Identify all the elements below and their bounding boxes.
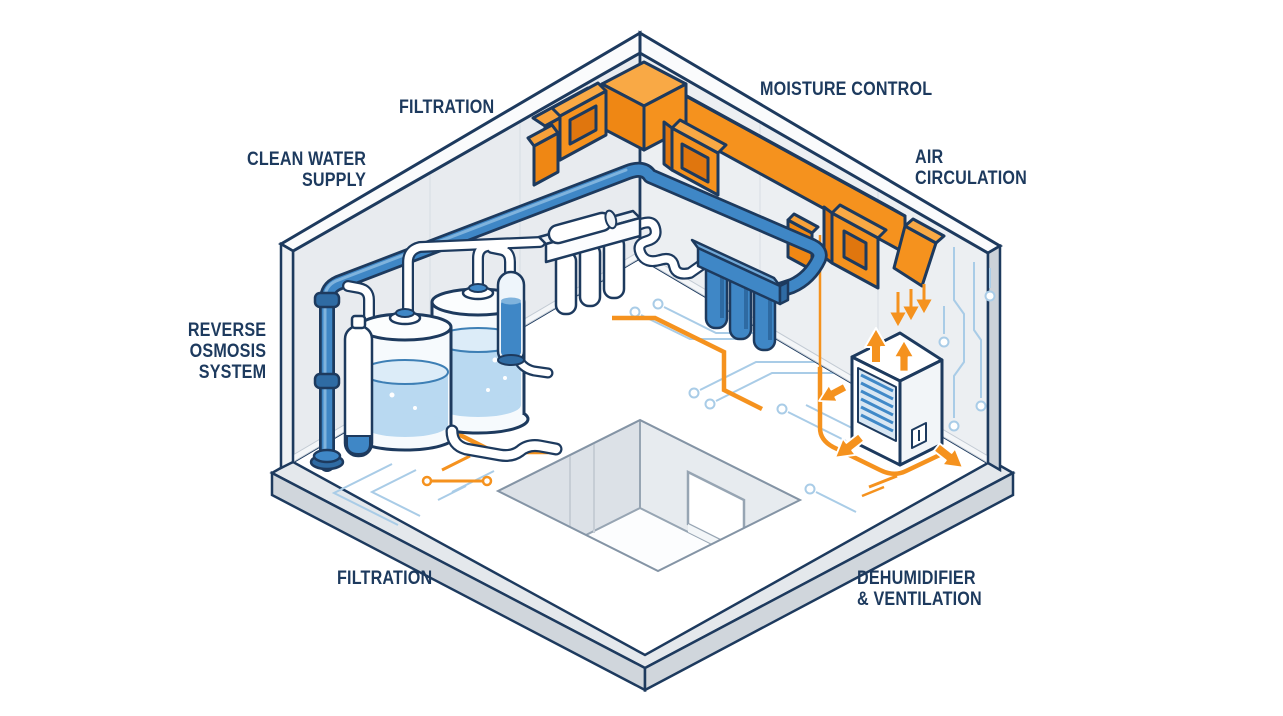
- manifold-end-cap: [778, 280, 790, 306]
- membrane-housing: [547, 209, 618, 245]
- label-line: SUPPLY: [301, 170, 366, 191]
- label-clean-water-supply: CLEAN WATER SUPPLY: [247, 149, 366, 191]
- grille-louvers: [860, 373, 894, 433]
- label-dehumidifier-ventilation: DEHUMIDIFIER & VENTILATION: [857, 568, 982, 610]
- pit-rim: [495, 418, 803, 573]
- label-reverse-osmosis-system: REVERSE OSMOSIS SYSTEM: [188, 320, 266, 383]
- duct-vent: [526, 81, 608, 187]
- label-line: & VENTILATION: [857, 589, 982, 610]
- pipe-fill: [321, 164, 825, 470]
- drain-pipe: [445, 424, 563, 462]
- airflow-arrow-up-icon: [864, 327, 888, 364]
- label-filtration-bottom: FILTRATION: [337, 568, 433, 589]
- right-wall-end: [986, 243, 1002, 473]
- filter-cartridge: [578, 242, 602, 308]
- label-line: CIRCULATION: [915, 168, 1027, 189]
- label-line: REVERSE: [187, 320, 266, 341]
- orange-trace-nodes: [421, 475, 493, 487]
- dehumidifier-side: [898, 358, 944, 467]
- duct-diffuser-top: [903, 217, 946, 245]
- label-line: OSMOSIS: [189, 341, 266, 362]
- airflow-arrow-up-icon: [893, 339, 915, 373]
- label-air-circulation: AIR CIRCULATION: [915, 147, 1027, 189]
- pipe-base-flange-top: [312, 448, 342, 464]
- label-line: DEHUMIDIFIER: [857, 568, 976, 589]
- diffuser-drips: [890, 284, 932, 327]
- label-line: SYSTEM: [198, 362, 266, 383]
- blue-trace-lines: [331, 306, 863, 526]
- filter-manifold-white: [537, 209, 642, 316]
- wall-trace-nodes: [938, 290, 996, 432]
- airflow-arrow-out-icon: [932, 442, 964, 469]
- label-filtration-top: FILTRATION: [399, 97, 495, 118]
- pipe-coupling: [313, 291, 341, 309]
- platform-side-right: [643, 470, 1015, 693]
- dehumidifier-unit: [850, 331, 944, 467]
- filter-manifold-blue: [690, 238, 790, 352]
- white-pipes: [342, 216, 706, 330]
- filter-cartridge: [554, 250, 578, 316]
- airflow-arrow-out-icon: [834, 432, 866, 459]
- air-duct: [526, 60, 946, 290]
- wall-circuit-traces: [943, 247, 991, 418]
- filter-cartridge-standalone: [343, 314, 374, 458]
- sight-glass-tube: [496, 270, 554, 379]
- airflow-arrows: [818, 327, 964, 469]
- airflow-arrow-out-icon: [818, 382, 849, 403]
- clean-water-pipe: [309, 161, 828, 472]
- floor-circuit-traces: [331, 298, 947, 526]
- pipe-coupling: [313, 372, 341, 390]
- water-tank: [353, 308, 457, 452]
- label-moisture-control: MOISTURE CONTROL: [760, 79, 933, 100]
- label-line: AIR: [915, 147, 944, 168]
- left-wall-end: [279, 241, 295, 471]
- label-line: CLEAN WATER: [246, 149, 366, 170]
- duct-vent: [662, 118, 728, 197]
